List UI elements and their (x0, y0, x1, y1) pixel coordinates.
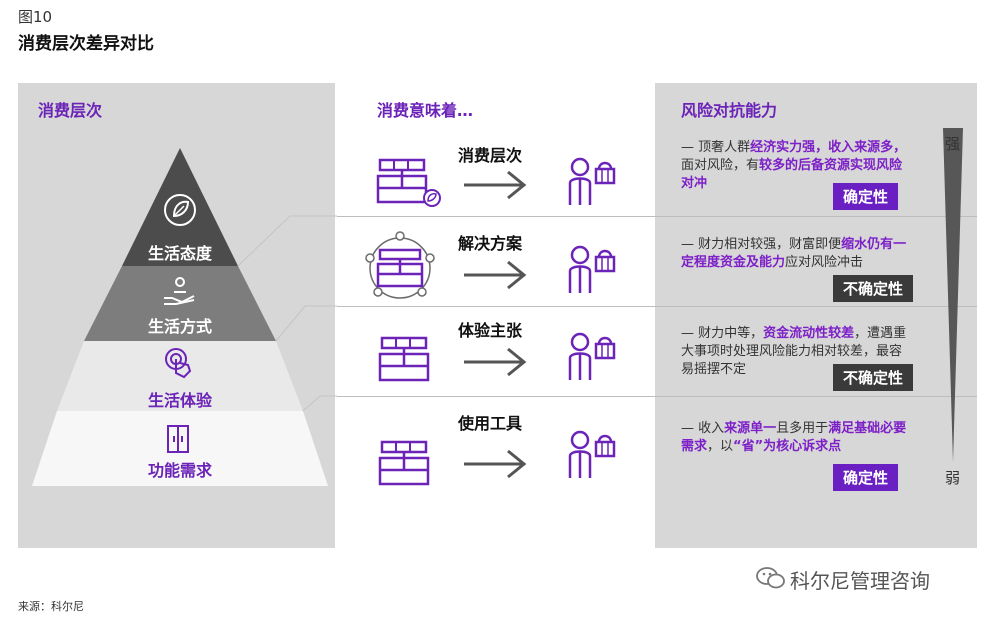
certainty-badge-4: 确定性 (833, 464, 899, 491)
description-text: — 财力相对较强，财富即便 (681, 237, 842, 252)
description-text: ，遭遇重大事项时处理风险能力相对较差，最容易摇摆不定 (681, 326, 907, 377)
highlight-text: 资金流动性较差 (763, 326, 855, 341)
certainty-badge-1: 确定性 (833, 183, 899, 210)
description-text: ，以 (707, 439, 734, 454)
row-title-2: 解决方案 (458, 234, 523, 253)
pyramid-label-experience: 生活体验 (147, 391, 212, 410)
figure-title: 消费层次差异对比 (18, 34, 154, 54)
column-header-right: 风险对抗能力 (681, 101, 778, 120)
description-text: — 财力中等， (681, 326, 764, 341)
highlight-text: 缩水仍有一定程度资金及能力 (681, 237, 907, 270)
highlight-text: 经济实力强，收入来源多， (750, 140, 907, 155)
description-text: 面对风险，有 (681, 158, 760, 173)
description-text: 应对风险冲击 (785, 255, 864, 270)
touch-icon (165, 348, 192, 379)
row-separator (337, 216, 977, 217)
store-icon (378, 440, 430, 486)
network-store-icon (365, 231, 435, 299)
source-note: 来源：科尔尼 (18, 600, 84, 613)
column-header-left: 消费层次 (38, 101, 103, 120)
description-text: — 顶奢人群 (681, 140, 751, 155)
row-title-3: 体验主张 (458, 321, 523, 340)
arrow-right-icon (464, 449, 527, 479)
highlight-text: “省”为核心诉求点 (733, 439, 842, 454)
certainty-badge-3: 不确定性 (833, 364, 914, 391)
connector-line (237, 215, 337, 267)
shopper-icon (568, 430, 616, 478)
row-description-3: — 财力中等，资金流动性较差，遭遇重大事项时处理风险能力相对较差，最容易摇摆不定 (681, 325, 911, 379)
row-description-4: — 收入来源单一且多用于满足基础必要需求，以“省”为核心诉求点 (681, 420, 911, 456)
scale-wedge (943, 128, 963, 462)
pyramid-tier-function (32, 411, 328, 486)
row-title-4: 使用工具 (458, 414, 523, 433)
shopper-icon (568, 157, 616, 205)
store-icon (376, 158, 441, 207)
brand-watermark: 科尔尼管理咨询 (790, 569, 930, 593)
right-panel (655, 83, 977, 548)
row-title-1: 消费层次 (458, 146, 523, 165)
wechat-icon (756, 567, 785, 589)
description-text: 且多用于 (776, 421, 829, 436)
pyramid-label-function: 功能需求 (147, 461, 212, 480)
row-separator (337, 396, 977, 397)
leaf-head-icon (164, 194, 196, 226)
hand-person-icon (164, 277, 195, 305)
column-header-middle: 消费意味着… (377, 101, 474, 120)
arrow-right-icon (464, 260, 527, 290)
shopper-icon (568, 245, 616, 293)
description-text: — 收入 (681, 421, 725, 436)
highlight-text: 满足基础必要需求 (681, 421, 907, 454)
scale-weak-label: 弱 (945, 469, 961, 487)
pyramid-label-attitude: 生活态度 (147, 244, 212, 263)
connector-line (302, 395, 337, 412)
pyramid-tier-attitude (122, 148, 238, 266)
connector-line (275, 305, 337, 342)
scale-strong-label: 强 (945, 135, 961, 153)
figure-label: 图10 (18, 8, 53, 26)
arrow-right-icon (464, 170, 527, 200)
highlight-text: 较多的后备资源实现风险对冲 (681, 158, 903, 191)
row-separator (337, 306, 977, 307)
certainty-badge-2: 不确定性 (833, 275, 914, 302)
shopper-icon (568, 332, 616, 380)
store-icon (378, 336, 430, 382)
arrow-right-icon (464, 347, 527, 377)
pyramid-label-lifestyle: 生活方式 (147, 317, 212, 336)
row-description-1: — 顶奢人群经济实力强，收入来源多， 面对风险，有较多的后备资源实现风险对冲 (681, 139, 911, 193)
row-description-2: — 财力相对较强，财富即便缩水仍有一定程度资金及能力应对风险冲击 (681, 236, 911, 272)
fridge-icon (167, 425, 189, 453)
highlight-text: 来源单一 (724, 421, 777, 436)
